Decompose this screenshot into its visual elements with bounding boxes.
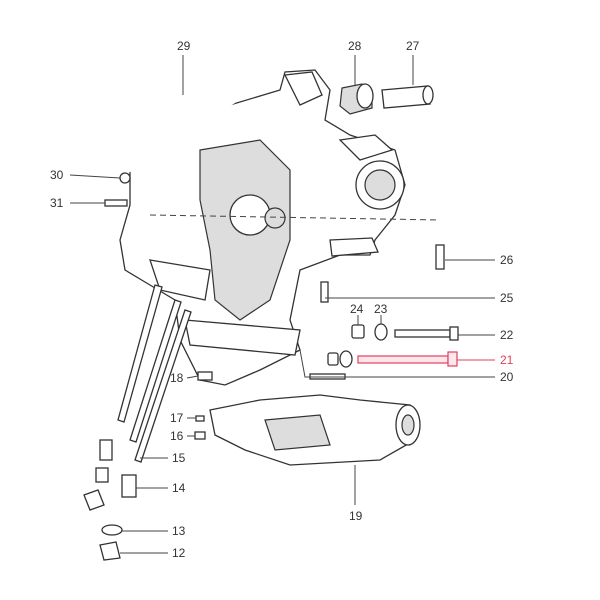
callout-17: 17 [170,411,184,425]
part-21-bolt-highlighted [327,350,458,368]
callout-22: 22 [500,328,514,342]
callout-12: 12 [172,546,186,560]
callout-21: 21 [500,353,514,367]
callout-30: 30 [50,168,64,182]
callout-15: 15 [172,451,186,465]
callout-16: 16 [170,429,184,443]
callout-25: 25 [500,291,514,305]
part-12-cap [99,541,121,561]
crankcase [119,69,441,386]
callout-labels: 29 28 27 30 31 26 25 24 23 22 21 20 18 1… [50,39,514,560]
leader-lines [69,55,495,554]
part-23-washer [374,323,388,341]
part-27-pin [381,85,434,109]
part-22-bolt [394,326,459,341]
callout-13: 13 [172,524,186,538]
part-15-sleeve [99,439,113,461]
part-26-screw [435,244,445,270]
part-19-swingarm [209,394,421,466]
part-25-screw [320,281,329,303]
part-30-clip [119,172,131,184]
shock-rods [117,284,192,463]
part-24-nut [351,324,365,339]
part-28-bushing [339,83,374,115]
callout-26: 26 [500,253,514,267]
callout-24: 24 [350,302,364,316]
part-31-bolt [104,199,128,207]
part-18 [197,371,213,381]
callout-18: 18 [170,371,184,385]
part-13-washer [101,524,123,536]
part-bushing-left [95,467,109,483]
callout-20: 20 [500,370,514,384]
callout-19: 19 [349,509,363,523]
callout-31: 31 [50,196,64,210]
callout-29: 29 [177,39,191,53]
part-cap-left [83,489,105,511]
part-14-sleeve [121,474,137,498]
callout-14: 14 [172,481,186,495]
callout-23: 23 [374,302,388,316]
part-29-cable [123,78,271,173]
callout-28: 28 [348,39,362,53]
callout-27: 27 [406,39,420,53]
part-17-spring [195,415,205,422]
part-16-bushing [194,431,206,440]
